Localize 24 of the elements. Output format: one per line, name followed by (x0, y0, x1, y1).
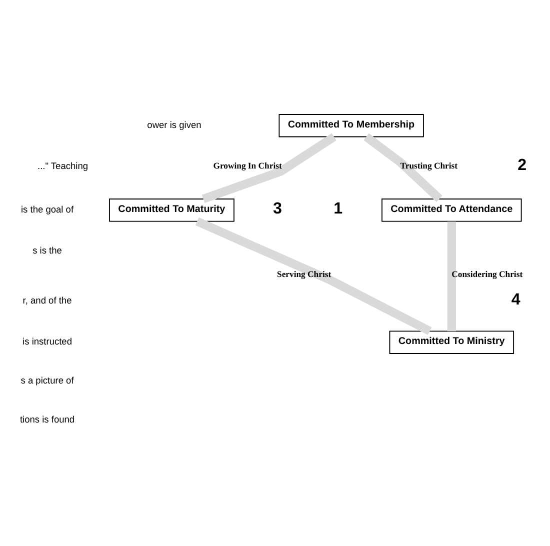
edge-label: Growing In Christ (213, 160, 282, 170)
edge-label: Considering Christ (452, 268, 523, 279)
edge-label: Trusting Christ (400, 160, 458, 170)
node-box: Committed To Ministry (389, 330, 514, 354)
label: 4 (511, 290, 520, 308)
connector (364, 133, 442, 202)
node-box: Committed To Membership (278, 114, 424, 138)
label: r, and of the (22, 295, 72, 306)
label: ..." Teaching (38, 160, 88, 171)
edge-label: Serving Christ (277, 268, 332, 279)
connector (195, 217, 432, 336)
node-box: Committed To Attendance (382, 198, 522, 222)
connector (202, 133, 336, 204)
label: 3 (272, 199, 282, 218)
label: ower is given (147, 120, 202, 130)
node-box: Committed To Maturity (109, 198, 234, 222)
label: tions is found (20, 414, 75, 425)
connector (447, 222, 456, 332)
label: 2 (518, 156, 527, 174)
label: is the goal of (21, 204, 74, 214)
label: 1 (334, 199, 343, 218)
label: s a picture of (20, 376, 74, 386)
label: s is the (32, 245, 62, 256)
label: is instructed (22, 336, 72, 347)
